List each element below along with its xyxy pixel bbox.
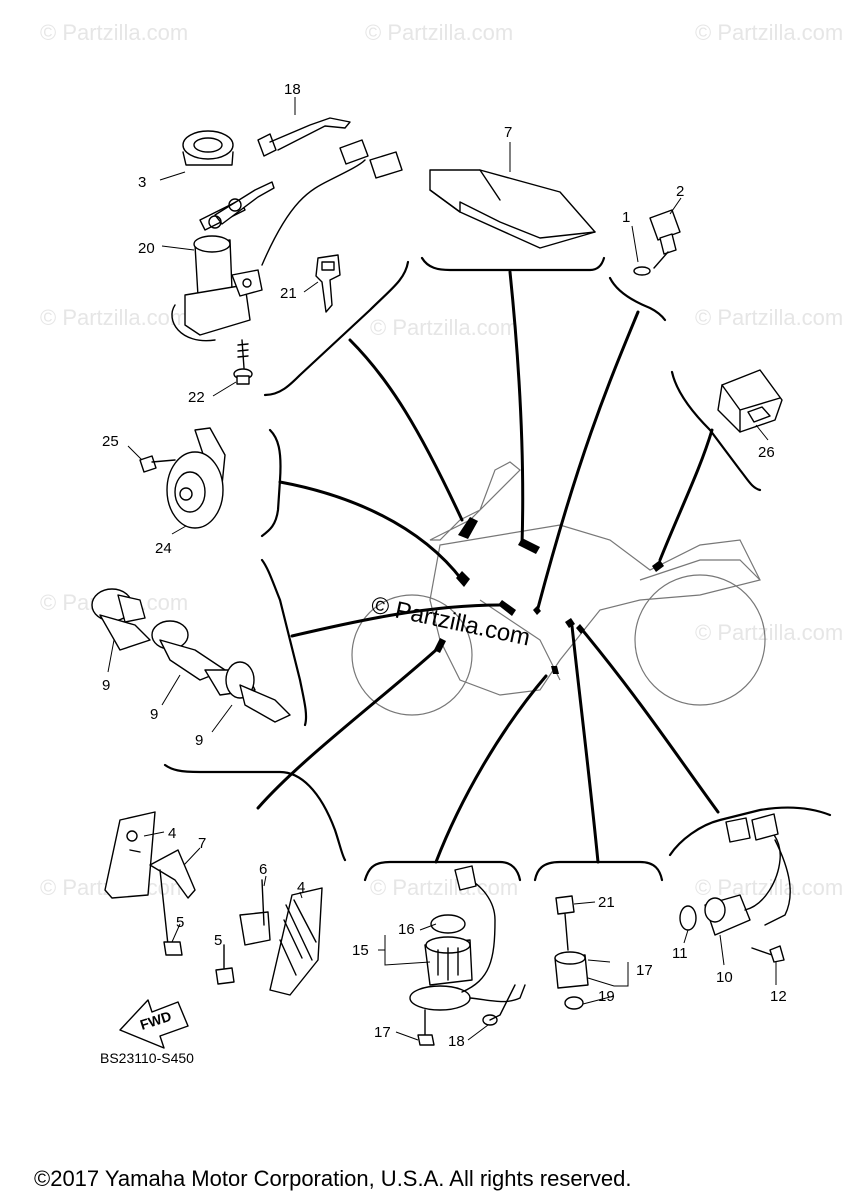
fwd-arrow: FWD (119, 999, 189, 1049)
center-watermark: © Partzilla.com (369, 591, 533, 651)
sidestand-switch-part (554, 895, 589, 1010)
callout-number: 20 (138, 240, 155, 257)
callout-number: 17 (374, 1024, 391, 1041)
watermark: © Partzilla.com (695, 305, 843, 330)
watermark: © Partzilla.com (370, 315, 518, 340)
ecu-part (429, 169, 596, 249)
bracket-neutral-switch (668, 806, 832, 857)
bracket-sidestand (533, 860, 664, 882)
callout-number: 9 (102, 677, 110, 694)
callout-number: 4 (168, 825, 176, 842)
callout-number: 5 (176, 914, 184, 931)
pedal-assembly-right-part (215, 879, 323, 996)
callout-number: 7 (504, 124, 512, 141)
callout-number: 22 (188, 389, 205, 406)
bolt-part-23 (233, 339, 253, 385)
bracket-relay (670, 370, 762, 492)
bracket-gear-sensor (363, 860, 522, 882)
copyright-notice: ©2017 Yamaha Motor Corporation, U.S.A. A… (34, 1166, 631, 1191)
bracket-sensor (608, 276, 667, 322)
diagram-reference-code: BS23110-S450 (100, 1050, 194, 1066)
bracket-ecu (420, 256, 606, 272)
callout-number: 24 (155, 540, 172, 557)
callout-number: 18 (448, 1033, 465, 1050)
key-part (315, 254, 341, 313)
callout-number: 11 (672, 945, 688, 962)
tool-part (257, 117, 351, 157)
callout-number: 26 (758, 444, 775, 461)
callout-number: 1 (622, 209, 630, 226)
callout-number: 17 (636, 962, 653, 979)
callout-number: 7 (198, 835, 206, 852)
callout-number: 21 (280, 285, 297, 302)
watermark: © Partzilla.com (40, 20, 188, 45)
main-switch-part (171, 139, 403, 342)
watermark: © Partzilla.com (370, 875, 518, 900)
gear-sensor-part (409, 865, 526, 1046)
callout-numbers: 18 3 20 21 22 7 2 1 26 25 24 9 9 9 4 7 5… (102, 81, 787, 1050)
watermark: © Partzilla.com (695, 20, 843, 45)
callout-number: 19 (598, 988, 615, 1005)
watermark-layer: © Partzilla.com © Partzilla.com © Partzi… (40, 20, 843, 900)
bracket-pedals (163, 763, 347, 862)
callout-number: 9 (195, 732, 203, 749)
callout-number: 25 (102, 433, 119, 450)
bracket-horn (260, 428, 282, 538)
bracket-ignition (263, 260, 410, 397)
callout-number: 3 (138, 174, 146, 191)
callout-number: 21 (598, 894, 615, 911)
watermark: © Partzilla.com (695, 620, 843, 645)
bulb-sockets-part (91, 588, 291, 733)
callout-number: 9 (150, 706, 158, 723)
horn-part (139, 427, 226, 529)
callout-number: 12 (770, 988, 787, 1005)
bracket-bulbs (260, 558, 308, 727)
pedal-assembly-left-part (104, 811, 196, 956)
callout-number: 18 (284, 81, 301, 98)
callout-number: 6 (259, 861, 267, 878)
group-brackets (163, 256, 832, 882)
watermark: © Partzilla.com (695, 875, 843, 900)
callout-number: 10 (716, 969, 733, 986)
callout-number: 15 (352, 942, 369, 959)
callout-number: 2 (676, 183, 684, 200)
watermark: © Partzilla.com (40, 305, 188, 330)
callout-leaders (127, 97, 777, 1041)
callout-number: 5 (214, 932, 222, 949)
motorcycle-silhouette (351, 461, 766, 716)
relay-part (717, 369, 783, 433)
callout-number: 16 (398, 921, 415, 938)
watermark: © Partzilla.com (365, 20, 513, 45)
callout-number: 4 (297, 879, 305, 896)
ignition-cover-part (182, 130, 234, 166)
temp-sensor-part (633, 209, 681, 276)
leader-lines (256, 270, 720, 864)
neutral-switch-part (679, 813, 791, 963)
